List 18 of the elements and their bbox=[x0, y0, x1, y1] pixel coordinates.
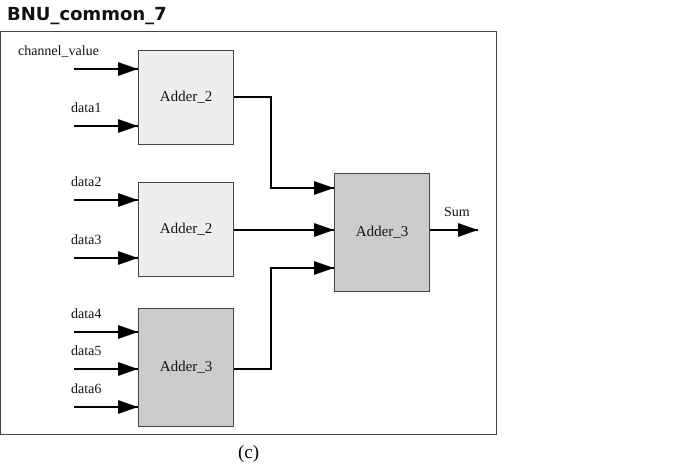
arrow bbox=[234, 96, 334, 195]
arrow bbox=[74, 62, 138, 76]
arrow bbox=[74, 119, 138, 133]
arrow bbox=[74, 362, 138, 376]
module-title: BNU_common_7 bbox=[7, 4, 167, 25]
arrow bbox=[234, 223, 334, 237]
arrow bbox=[234, 261, 334, 370]
arrow bbox=[74, 193, 138, 207]
signal-label: channel_value bbox=[18, 44, 99, 60]
arrow bbox=[430, 223, 478, 237]
adder-block: Adder_2 bbox=[138, 50, 234, 145]
adder-block: Adder_2 bbox=[138, 182, 234, 277]
caption: (c) bbox=[236, 442, 260, 464]
arrow bbox=[74, 325, 138, 339]
arrow bbox=[74, 400, 138, 414]
arrow bbox=[74, 251, 138, 265]
adder-block: Adder_3 bbox=[138, 308, 234, 427]
adder-block: Adder_3 bbox=[334, 173, 430, 292]
